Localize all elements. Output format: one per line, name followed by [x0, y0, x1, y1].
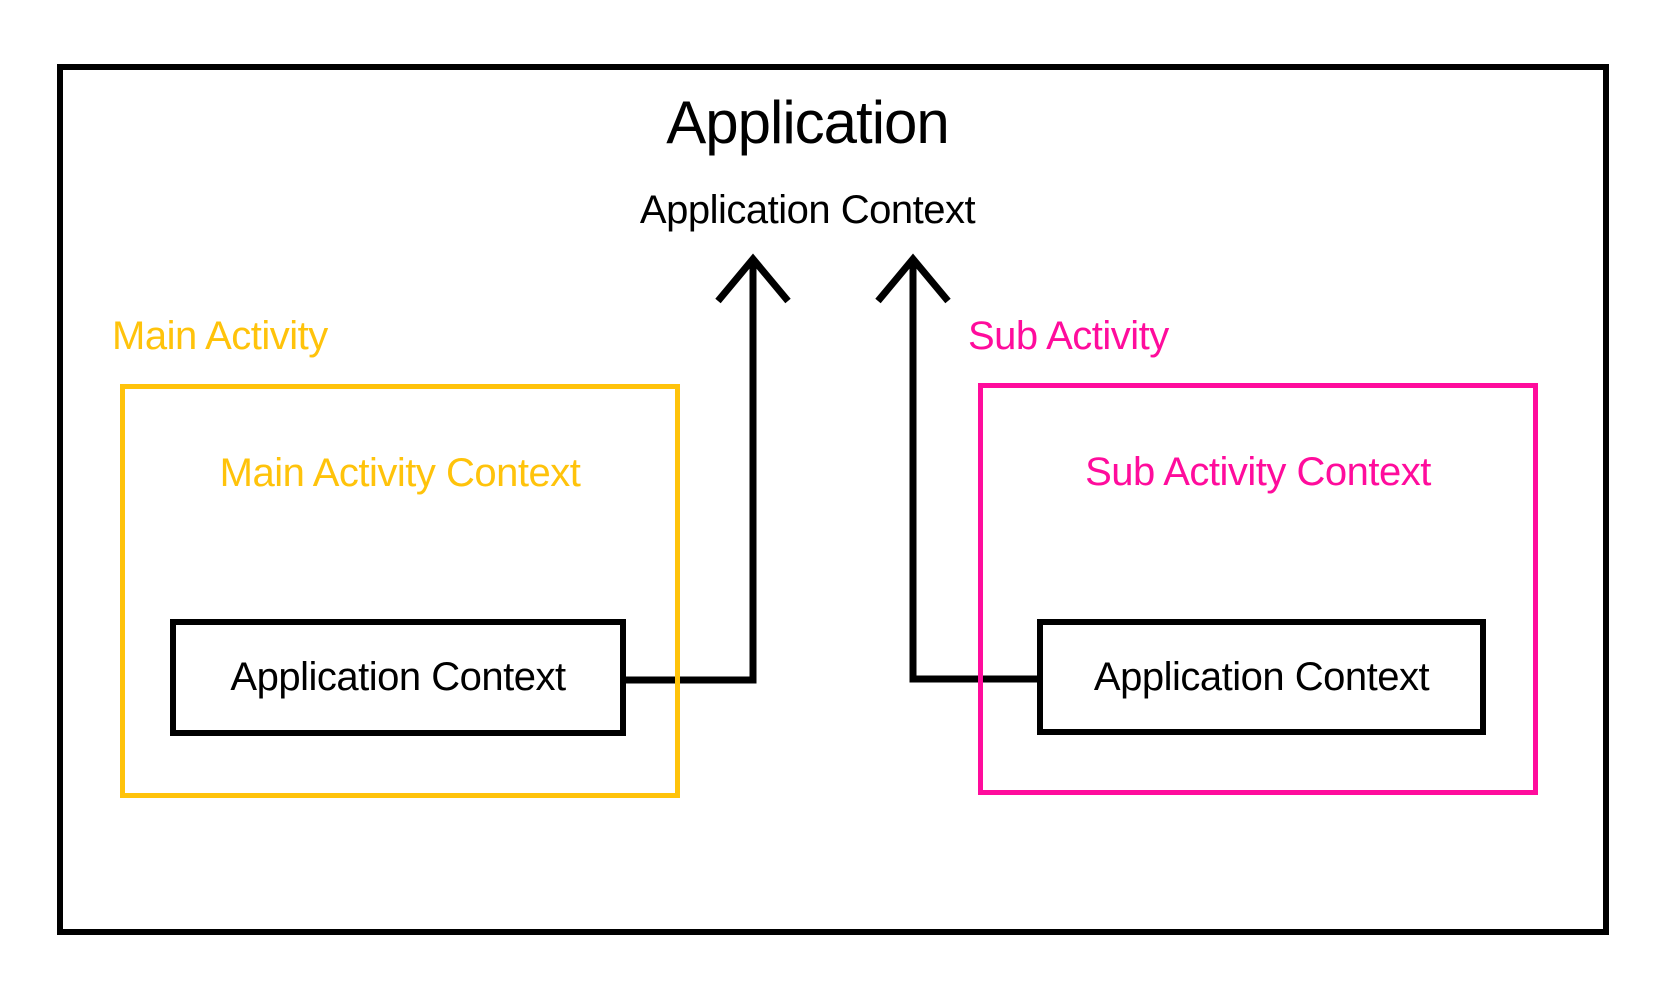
main-activity-label: Main Activity: [112, 314, 328, 358]
sub-activity-box: [978, 383, 1538, 795]
application-frame: [57, 64, 1609, 935]
main-application-context-box: Application Context: [170, 619, 626, 736]
main-activity-box: [120, 384, 680, 798]
sub-application-context-label: Application Context: [1093, 654, 1430, 699]
main-activity-context-label: Main Activity Context: [219, 451, 581, 495]
sub-application-context-box: Application Context: [1037, 619, 1486, 735]
main-application-context-label: Application Context: [230, 655, 566, 699]
sub-activity-label: Sub Activity: [968, 314, 1169, 358]
sub-activity-context-label: Sub Activity Context: [1085, 450, 1431, 494]
